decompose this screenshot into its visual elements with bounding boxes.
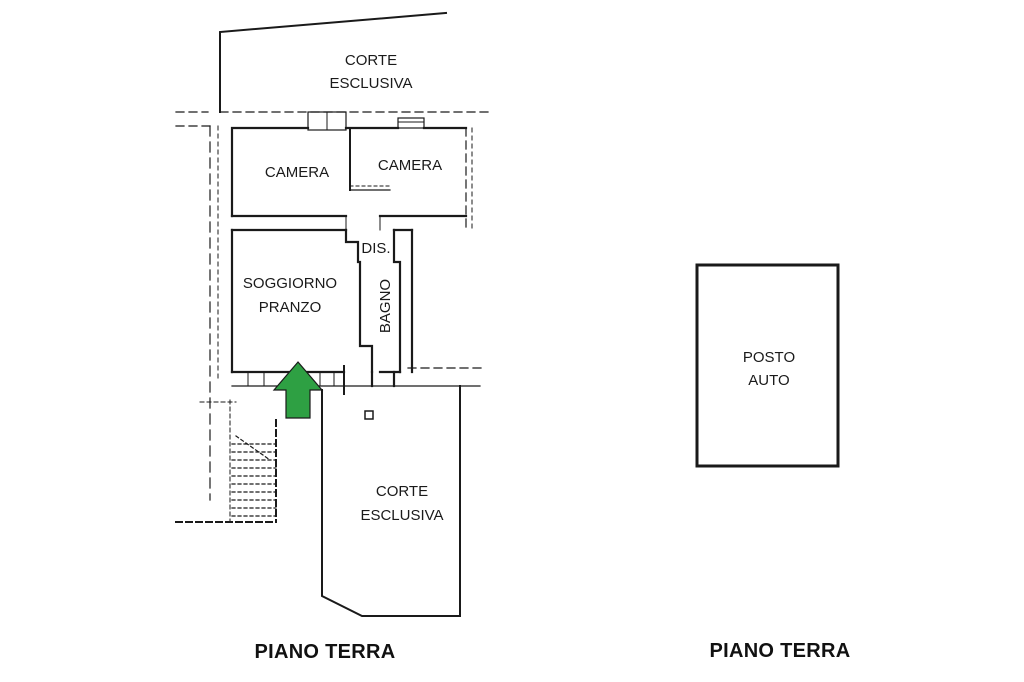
label-bagno: BAGNO — [377, 279, 394, 333]
posto-auto-box — [695, 263, 840, 468]
entrance-arrow-icon — [272, 361, 324, 419]
corte-bottom-area — [321, 385, 461, 617]
label-corte-top-2: ESCLUSIVA — [329, 75, 412, 92]
label-posto-1: POSTO — [743, 349, 795, 366]
staircase — [175, 399, 277, 523]
label-corte-bottom-2: ESCLUSIVA — [360, 507, 443, 524]
corte-top-area — [175, 11, 491, 127]
label-soggiorno-1: SOGGIORNO — [243, 275, 337, 292]
label-camera-left: CAMERA — [265, 164, 329, 181]
house-walls — [209, 111, 485, 501]
floor-label-left: PIANO TERRA — [254, 641, 395, 663]
label-corte-bottom-1: CORTE — [376, 483, 428, 500]
label-camera-right: CAMERA — [378, 157, 442, 174]
label-posto-2: AUTO — [748, 372, 789, 389]
floor-label-right: PIANO TERRA — [709, 640, 850, 662]
label-disimpegno: DIS. — [361, 240, 390, 257]
label-corte-top-1: CORTE — [345, 52, 397, 69]
label-soggiorno-2: PRANZO — [259, 299, 322, 316]
